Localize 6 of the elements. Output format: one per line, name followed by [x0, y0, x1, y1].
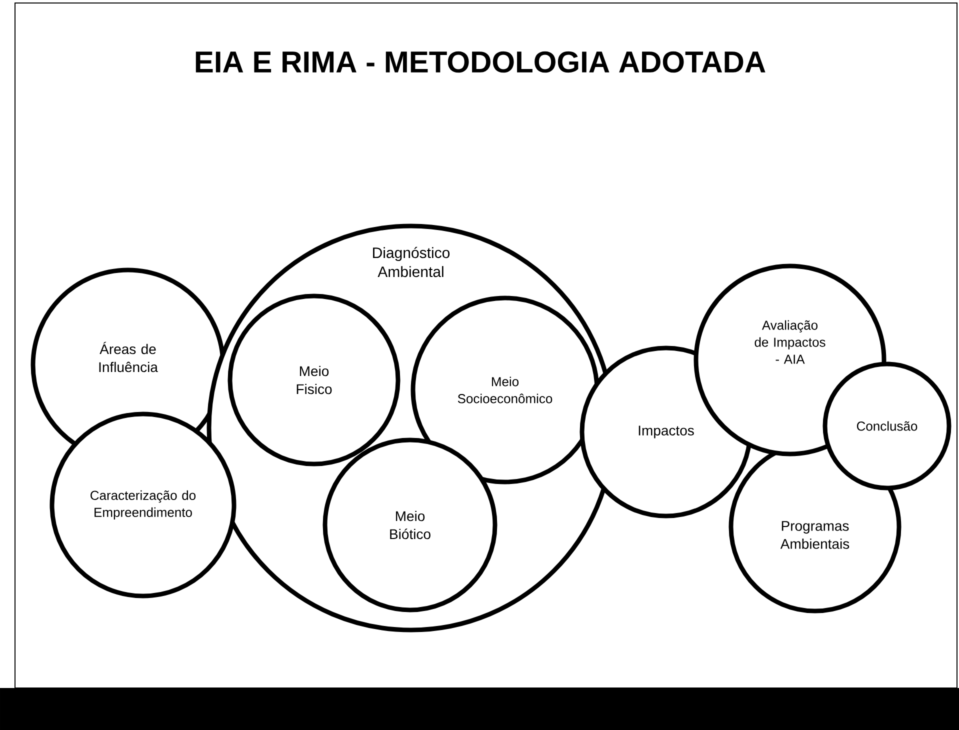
circle-node: Meio Biótico [322, 438, 498, 612]
circle-node: Conclusão [822, 362, 952, 490]
circle-node: Meio Socioeconômico [410, 296, 600, 484]
circle-node: Caracterização do Empreendimento [50, 412, 236, 598]
circle-node: Meio Fisico [228, 294, 400, 466]
title: EIA E RIMA - METODOLOGIA ADOTADA [196, 51, 766, 73]
